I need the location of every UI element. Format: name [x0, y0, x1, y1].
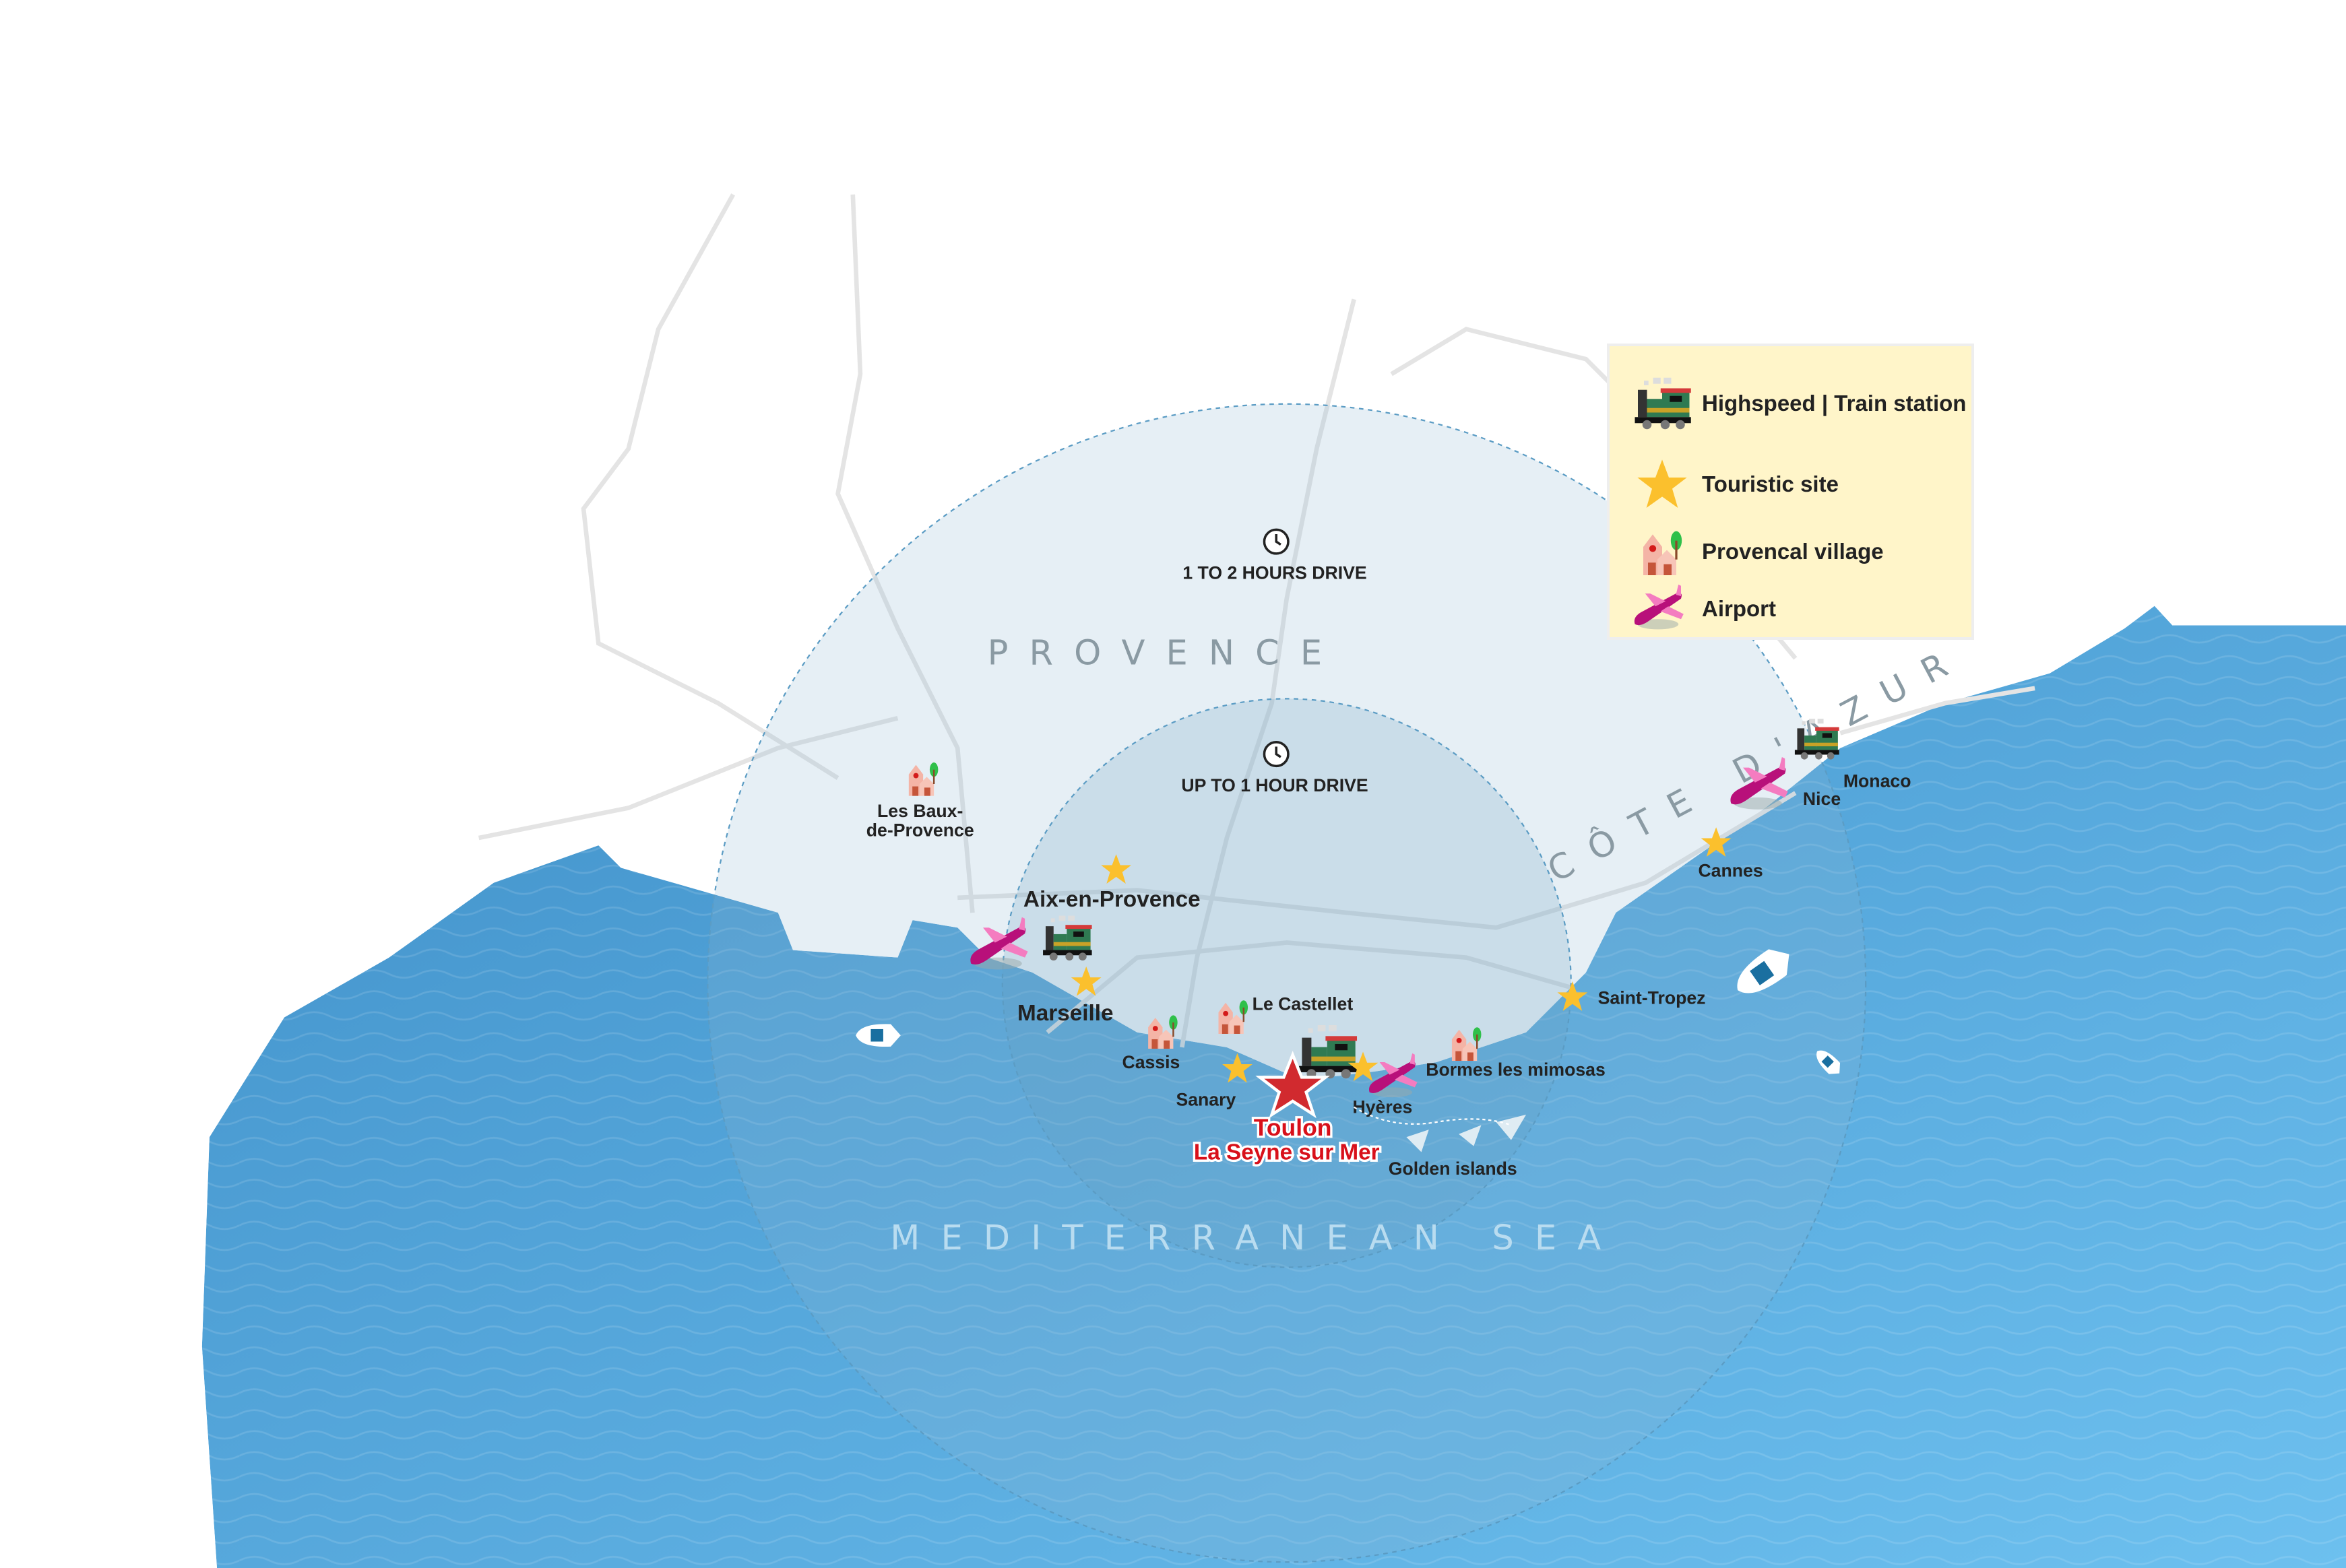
legend-item-airport: Airport: [1630, 579, 1776, 639]
star-icon: [1637, 459, 1687, 508]
clock-icon: [1263, 528, 1290, 555]
legend-item-train: Highspeed | Train station: [1630, 373, 1966, 434]
place-sanary[interactable]: Sanary: [1176, 1090, 1236, 1110]
place-monaco[interactable]: Monaco: [1843, 771, 1911, 791]
place-la-seyne-sur-mer[interactable]: La Seyne sur Mer: [1192, 1138, 1382, 1167]
home-star-icon[interactable]: [1255, 1051, 1331, 1119]
legend-item-village: Provencal village: [1630, 521, 1884, 582]
place-bormes-les-mimosas[interactable]: Bormes les mimosas: [1426, 1059, 1606, 1080]
place-les-baux-2[interactable]: de-Provence: [866, 820, 974, 841]
place-cannes[interactable]: Cannes: [1698, 861, 1763, 881]
zone-label-inner: UP TO 1 HOUR DRIVE: [1181, 775, 1368, 795]
ferry-route: [1354, 1106, 1512, 1126]
legend-label: Provencal village: [1702, 539, 1884, 564]
place-saint-tropez[interactable]: Saint-Tropez: [1598, 988, 1706, 1008]
clock-icon: [1263, 741, 1290, 768]
place-nice[interactable]: Nice: [1803, 789, 1841, 809]
legend-label: Airport: [1702, 596, 1776, 621]
airplane-icon: [1634, 584, 1684, 630]
place-cassis[interactable]: Cassis: [1122, 1052, 1180, 1072]
train-icon: [1635, 377, 1691, 430]
region-provence: PROVENCE: [988, 633, 1343, 673]
place-marseille[interactable]: Marseille: [1017, 1001, 1114, 1026]
place-aix-en-provence[interactable]: Aix-en-Provence: [1023, 887, 1201, 912]
place-hyeres[interactable]: Hyères: [1352, 1097, 1412, 1117]
place-le-castellet[interactable]: Le Castellet: [1253, 993, 1354, 1014]
zone-label-outer: 1 TO 2 HOURS DRIVE: [1182, 563, 1366, 583]
zone-up-to-1-hour: [1001, 698, 1572, 1268]
legend: Highspeed | Train station Touristic site…: [1607, 344, 1974, 640]
place-toulon[interactable]: Toulon: [1251, 1112, 1333, 1144]
region-sea: MEDITERRANEAN SEA: [890, 1218, 1622, 1258]
legend-label: Highspeed | Train station: [1702, 391, 1967, 416]
place-golden-islands[interactable]: Golden islands: [1389, 1158, 1517, 1179]
zone-1-to-2-hours: [707, 403, 1867, 1563]
legend-label: Touristic site: [1702, 471, 1839, 496]
place-les-baux[interactable]: Les Baux-: [877, 801, 963, 821]
legend-item-touristic-site: Touristic site: [1630, 454, 1839, 515]
village-icon: [1643, 531, 1682, 575]
